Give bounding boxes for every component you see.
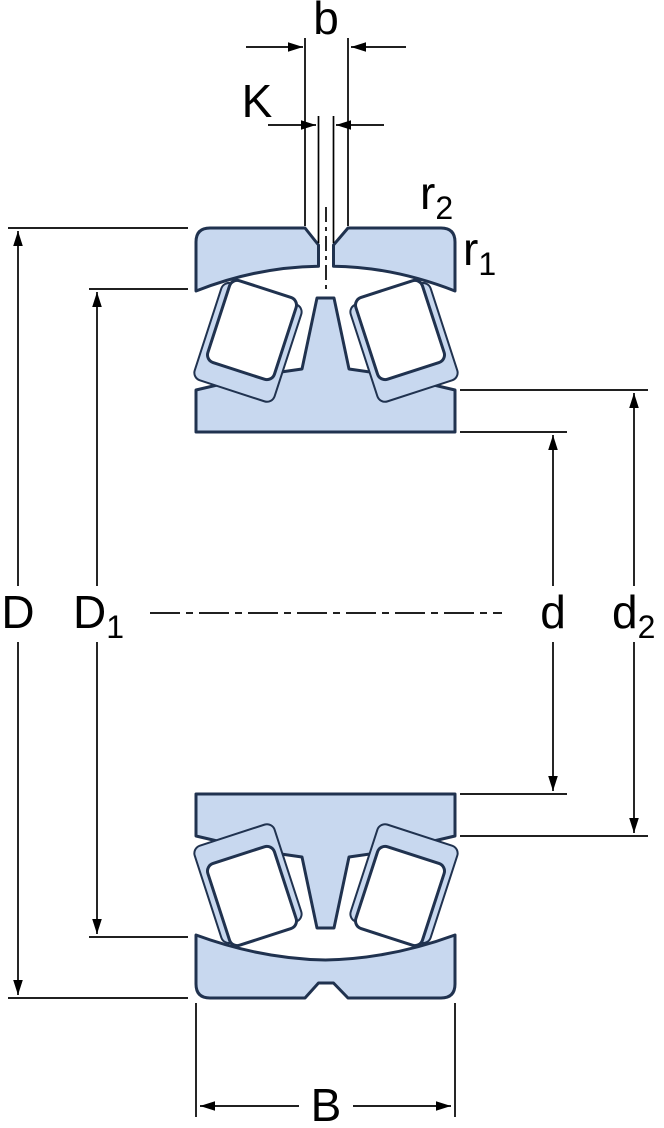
label-B: B: [311, 1079, 342, 1128]
label-D: D: [1, 586, 34, 638]
label-b: b: [313, 0, 339, 44]
outer-ring-top-right: [332, 226, 457, 293]
bearing-section: [193, 226, 459, 1000]
outer-ring-bottom: [194, 933, 457, 1000]
label-k: K: [242, 75, 273, 127]
label-r1: r1: [463, 223, 496, 282]
roller-bottom-right: [354, 844, 446, 948]
roller-top-right: [354, 278, 446, 382]
roller-top-left: [206, 278, 298, 382]
outer-ring-top-left: [194, 226, 320, 293]
label-d2: d2: [612, 586, 655, 645]
label-r2: r2: [420, 167, 453, 226]
roller-bottom-left: [206, 844, 298, 948]
centerlines: [150, 207, 502, 614]
label-D1: D1: [73, 586, 124, 645]
label-d: d: [540, 586, 566, 638]
dimension-annotations: [8, 38, 648, 1117]
